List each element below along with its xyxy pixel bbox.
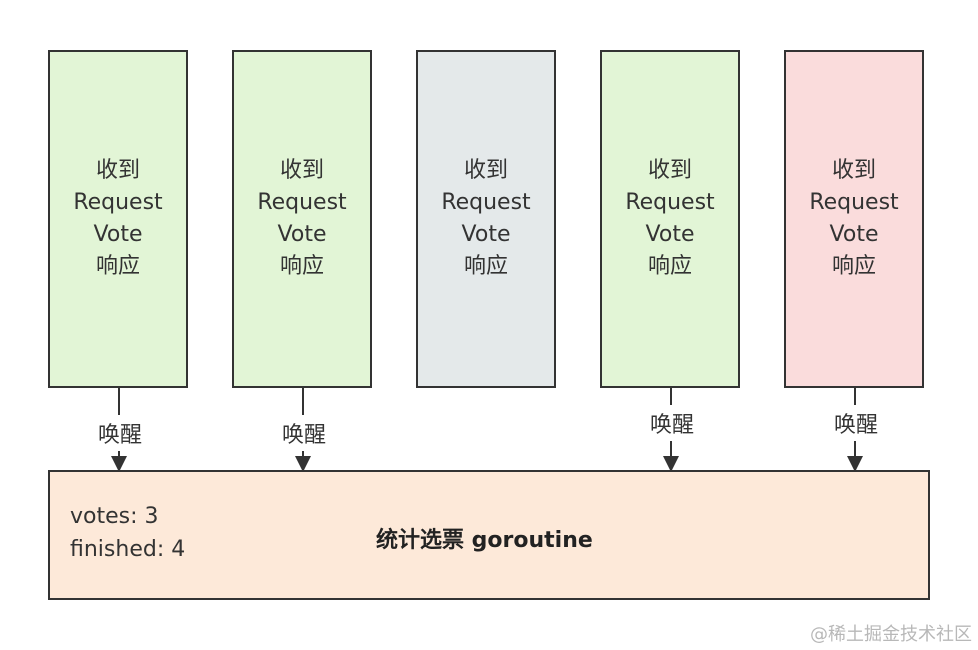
box-line: Request <box>625 190 715 215</box>
response-box-1: 收到 Request Vote 响应 <box>48 50 188 388</box>
box-line: 收到 <box>647 158 692 183</box>
box-line: Vote <box>645 222 695 247</box>
arrow-head-icon <box>847 456 863 472</box>
response-box-4: 收到 Request Vote 响应 <box>600 50 740 388</box>
box-line: 响应 <box>463 254 508 279</box>
box-line: 收到 <box>279 158 324 183</box>
watermark: @稀土掘金技术社区 <box>810 624 972 645</box>
response-box-3: 收到 Request Vote 响应 <box>416 50 556 388</box>
arrow-head-icon <box>111 456 127 472</box>
box-line: Request <box>257 190 347 215</box>
box-line: Request <box>73 190 163 215</box>
box-line: 响应 <box>95 254 140 279</box>
wake-label-1: 唤醒 <box>97 415 143 451</box>
vote-stats: votes: 3 finished: 4 <box>70 500 185 566</box>
box-line: 收到 <box>831 158 876 183</box>
box-line: Vote <box>461 222 511 247</box>
box-line: Vote <box>93 222 143 247</box>
finished-count: finished: 4 <box>70 537 186 562</box>
box-line: 响应 <box>647 254 692 279</box>
box-line: Request <box>441 190 531 215</box>
wake-label-2: 唤醒 <box>281 415 327 451</box>
vote-counter-box: votes: 3 finished: 4 统计选票 goroutine <box>48 470 930 600</box>
box-line: Vote <box>829 222 879 247</box>
wake-label-5: 唤醒 <box>833 405 879 441</box>
arrow-head-icon <box>295 456 311 472</box>
box-line: Vote <box>277 222 327 247</box>
wake-label-4: 唤醒 <box>649 405 695 441</box>
box-line: Request <box>809 190 899 215</box>
box-line: 收到 <box>463 158 508 183</box>
box-line: 收到 <box>95 158 140 183</box>
response-box-2: 收到 Request Vote 响应 <box>232 50 372 388</box>
response-box-5: 收到 Request Vote 响应 <box>784 50 924 388</box>
counter-title: 统计选票 goroutine <box>376 528 593 553</box>
box-line: 响应 <box>279 254 324 279</box>
votes-count: votes: 3 <box>70 504 159 529</box>
arrow-head-icon <box>663 456 679 472</box>
box-line: 响应 <box>831 254 876 279</box>
